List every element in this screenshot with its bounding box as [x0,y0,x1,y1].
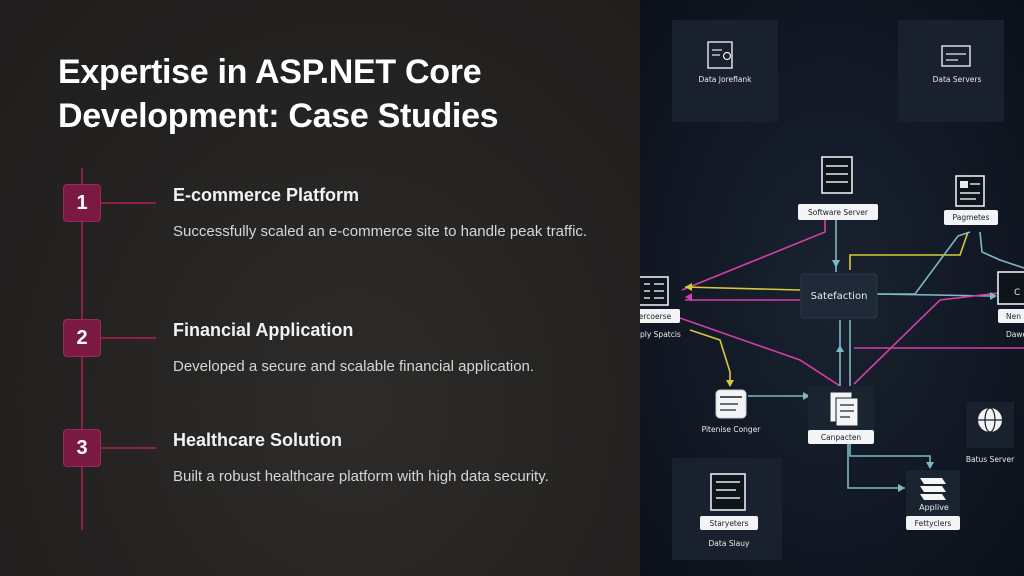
label-fettyclers: Fettyclers [915,519,952,528]
applive-tile [906,470,960,516]
arrow-ercoerse-yellow [685,283,692,291]
step-2-description: Developed a secure and scalable financia… [173,358,535,375]
label-data-servers: Data Servers [933,75,982,84]
node-applive: Applive Fettyclers [906,470,960,530]
staryeters-tag [700,516,758,530]
node-software-server: Software Server [798,156,878,220]
report-icon [710,473,746,511]
arrow-nen [990,292,997,300]
nen-tag [998,309,1024,323]
label-ercoerse: ercoerse [640,312,672,321]
line-pagmetes-to-nen [979,231,1024,269]
step-3-connector [101,447,156,449]
node-ercoerse: ercoerse ply Spatcis [640,276,681,339]
step-1-connector [101,202,156,204]
line-ercoerse-to-pitenise [689,329,731,386]
label-data-joreflank: Data Joreflank [698,75,752,84]
step-1-description: Successfully scaled an e-commerce site t… [173,223,588,240]
arrow-canpacten [803,392,810,400]
fettyclers-tag [906,516,960,530]
label-software-server: Software Server [808,208,869,217]
stack-icon [920,478,946,484]
label-data-slauy: Data Slauy [709,539,750,548]
label-applive: Applive [919,503,949,512]
node-nen: C Nen Dawe [997,271,1024,339]
label-canpacten: Canpacten [821,433,862,442]
node-canpacten: Canpacten [808,386,874,444]
node-data-servers: Data Servers [933,45,982,84]
line-satefaction-to-pagmetes-teal [876,231,971,295]
label-satefaction: Satefaction [811,291,868,302]
software-server-tag [798,204,878,220]
arrow-pitenise [726,380,734,387]
line-canpacten-to-applive [849,444,931,468]
canpacten-tag [808,430,874,444]
label-staryeters: Staryeters [710,519,749,528]
node-batus-server: Batus Server [966,402,1015,464]
label-ply-spatcis: ply Spatcis [640,330,681,339]
page-title: Expertise in ASP.NET Core Development: C… [58,53,499,135]
pagmetes-tag [944,210,998,225]
line-satefaction-to-pagmetes-yellow [849,231,969,270]
server-icon [941,45,971,67]
arrow-applive [926,462,934,469]
line-canpacten-to-applive-2 [847,444,905,489]
line-software-to-ercoerse [681,220,826,291]
arrow-heads [685,260,997,492]
arrow-satefaction [832,260,840,268]
node-pagmetes: Pagmetes [944,175,998,225]
node-staryeters: Staryeters Data Slauy [700,473,758,548]
document-icon [707,41,733,69]
tile-data-servers [898,20,1004,122]
arrow-up-canpacten [836,345,844,352]
window-icon [997,271,1024,305]
form-icon [955,175,985,207]
step-2-title: Financial Application [173,320,354,340]
step-2-badge: 2 [63,319,101,357]
tile-data-joreflank [672,20,778,122]
server-rack-icon [821,156,853,194]
label-pitenise-conger: Pitenise Conger [702,425,762,434]
label-dawe: Dawe [1006,330,1024,339]
line-yellow-top [684,286,801,291]
content-panel: Expertise in ASP.NET Core Development: C… [0,0,640,576]
line-magenta-right [853,289,1024,385]
ercoerse-tag [640,309,680,323]
label-batus-server: Batus Server [966,455,1015,464]
arrow-applive-2 [898,484,905,492]
node-pitenise-conger: Pitenise Conger [702,389,762,434]
step-3-badge: 3 [63,429,101,467]
svg-text:C: C [1014,288,1020,298]
node-satefaction: Satefaction [800,273,878,319]
architecture-diagram-svg: Data Joreflank Data Servers Software Ser… [640,20,1024,560]
arrow-ercoerse-magenta [685,293,692,301]
satefaction-box [800,273,878,319]
line-ercoerse-to-canpacten [670,317,841,387]
step-3-description: Built a robust healthcare platform with … [173,468,549,485]
step-2-connector [101,337,156,339]
step-3-title: Healthcare Solution [173,430,343,450]
label-pagmetes: Pagmetes [953,213,990,222]
label-nen: Nen [1006,312,1021,321]
node-data-joreflank: Data Joreflank [698,41,752,84]
step-1-badge: 1 [63,184,101,222]
step-1-title: E-commerce Platform [173,185,360,205]
architecture-diagram: Data Joreflank Data Servers Software Ser… [640,0,1024,576]
